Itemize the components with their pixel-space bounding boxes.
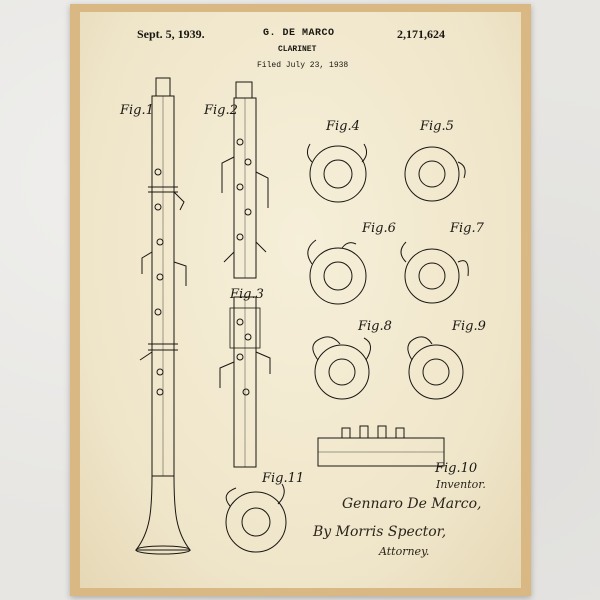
fig-label-6: Fig.6	[361, 221, 396, 236]
attorney-signature: By Morris Spector,	[313, 524, 447, 540]
patent-date: Sept. 5, 1939.	[137, 27, 205, 41]
fig-label-3: Fig.3	[229, 287, 264, 302]
fig-label-4: Fig.4	[325, 119, 360, 134]
key-section-fig4	[306, 143, 368, 203]
patent-drawing: Fig.1 Fig.2 Fig.3 Fig.4 Fig.5 Fig.6 Fig.…	[119, 77, 486, 555]
fig-label-5: Fig.5	[419, 119, 454, 134]
inventor-signature: Gennaro De Marco,	[342, 496, 482, 512]
clarinet-lower-joint-drawing	[219, 296, 271, 468]
fig-label-1: Fig.1	[119, 103, 154, 118]
clarinet-full-drawing	[134, 77, 192, 555]
key-section-fig6	[307, 239, 367, 305]
patent-number: 2,171,624	[397, 27, 445, 41]
fig-label-9: Fig.9	[451, 319, 486, 334]
fig-label-7: Fig.7	[449, 221, 485, 236]
key-section-fig7	[400, 241, 469, 304]
patent-inventor: G. DE MARCO	[263, 28, 335, 39]
patent-subject: CLARINET	[278, 45, 317, 54]
clarinet-upper-joint-drawing	[221, 81, 269, 279]
attorney-label: Attorney.	[379, 545, 430, 558]
fig-label-2: Fig.2	[203, 103, 238, 118]
fig-label-8: Fig.8	[357, 319, 392, 334]
fig-label-10: Fig.10	[434, 461, 477, 476]
patent-print: Sept. 5, 1939. G. DE MARCO 2,171,624 CLA…	[80, 12, 521, 588]
key-section-fig5	[404, 146, 466, 202]
patent-filed: Filed July 23, 1938	[257, 61, 349, 70]
bore-section-fig10	[317, 425, 445, 467]
key-section-fig11	[225, 483, 287, 553]
key-section-fig9	[407, 336, 464, 400]
key-section-fig8	[312, 336, 371, 400]
inventor-label: Inventor.	[436, 478, 486, 491]
fig-label-11: Fig.11	[261, 471, 304, 486]
